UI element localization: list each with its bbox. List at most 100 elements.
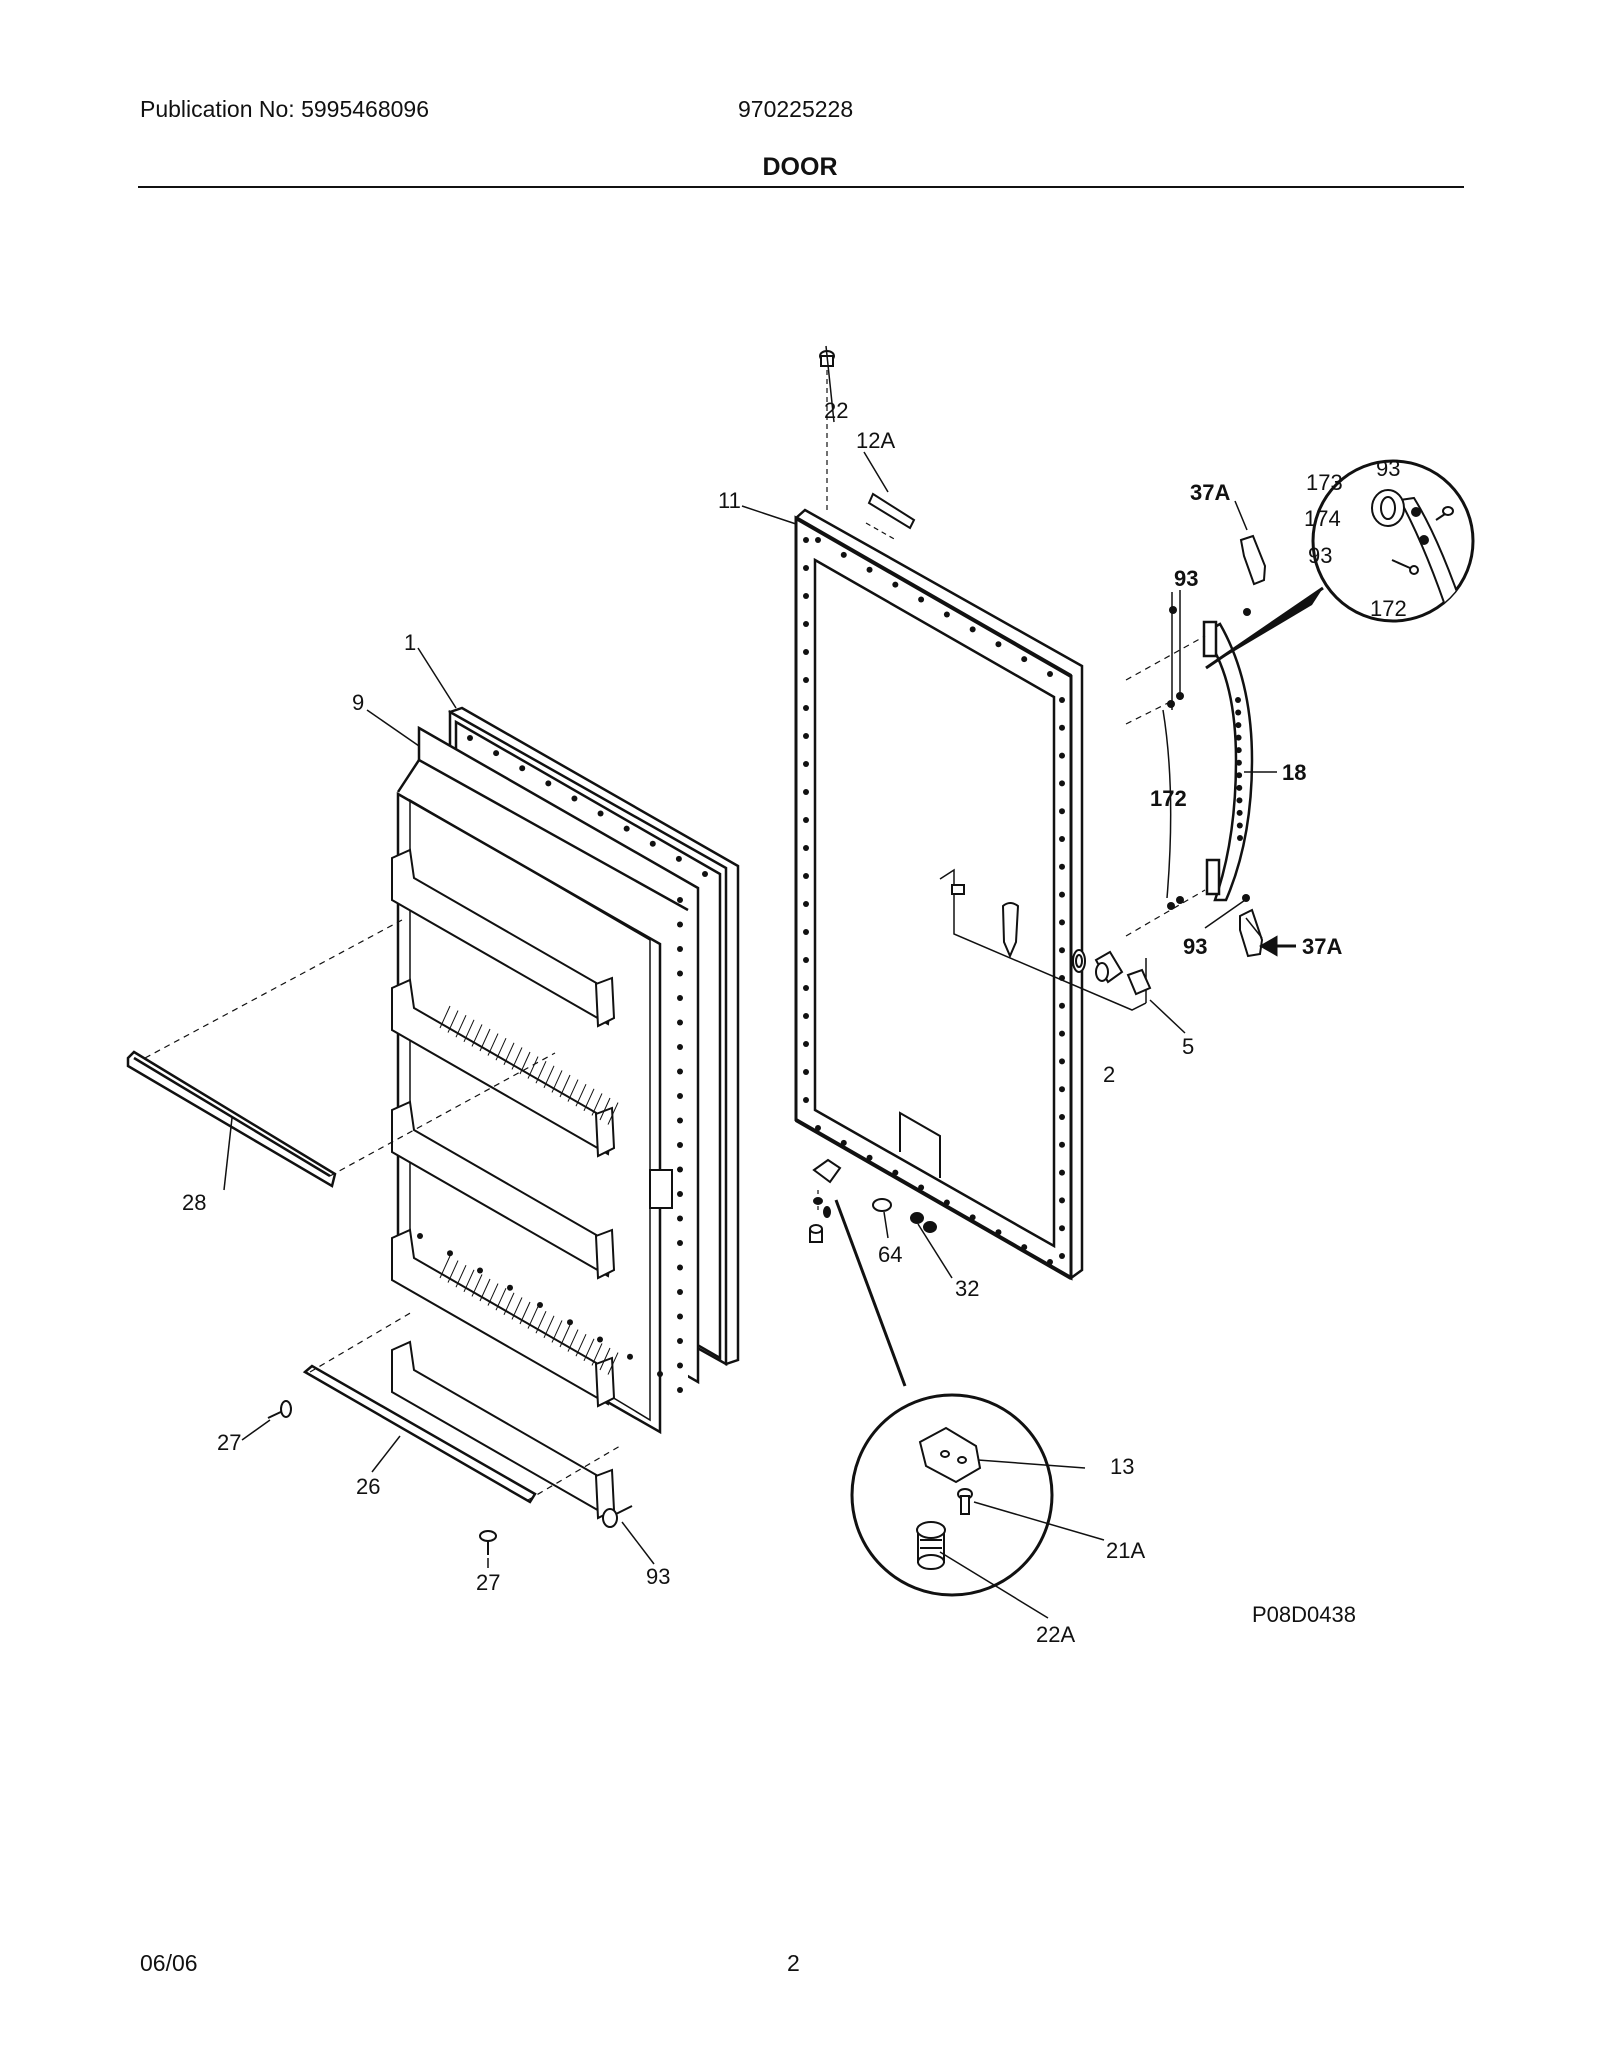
shelf-grille xyxy=(479,1278,491,1302)
screw-hole xyxy=(1059,1058,1065,1065)
shelf-grille xyxy=(575,1333,587,1357)
outer-door-panel xyxy=(794,508,1084,1281)
shelf-grille xyxy=(519,1301,531,1325)
callout-93-bottom: 93 xyxy=(646,1564,670,1589)
screw-hole xyxy=(571,795,578,802)
grip-ridge xyxy=(1235,759,1242,766)
screw-hole xyxy=(1047,1259,1053,1265)
screw-hole xyxy=(803,1013,809,1019)
shelf-grille xyxy=(487,1033,499,1056)
grip-ridge xyxy=(1236,784,1243,791)
screw-hole xyxy=(477,1267,483,1274)
screw-hole xyxy=(803,537,809,543)
screw-hole xyxy=(627,1353,633,1360)
shelf-grille xyxy=(535,1310,547,1334)
grip-ridge xyxy=(1236,822,1243,829)
screw-hole xyxy=(943,611,950,618)
shelf-grille xyxy=(511,1297,523,1320)
screw-hole xyxy=(1059,1002,1065,1009)
shelf-grille xyxy=(447,1010,459,1033)
shelf-grille xyxy=(527,1056,539,1079)
grip-ridge xyxy=(1235,747,1242,754)
shelf-grille xyxy=(607,1352,619,1375)
screw-hole xyxy=(1059,1225,1065,1232)
screw-hole xyxy=(995,641,1002,648)
callout-22a: 22A xyxy=(1036,1622,1075,1647)
callout-leaders xyxy=(223,345,1277,1619)
screw-hole xyxy=(803,789,809,795)
screw-hole xyxy=(1059,1086,1065,1093)
callout-18: 18 xyxy=(1282,760,1306,785)
callout-12a: 12A xyxy=(856,428,895,453)
screw-hole xyxy=(918,1184,925,1191)
screw-hole xyxy=(675,855,682,862)
screw-hole xyxy=(803,1097,809,1103)
screw-hole xyxy=(677,970,683,977)
shelf-grille xyxy=(567,1329,579,1352)
screw-hole xyxy=(677,1191,683,1197)
screw-hole xyxy=(1059,1030,1065,1037)
screw-hole xyxy=(623,825,630,832)
hinge-zoom xyxy=(850,1393,1054,1597)
callout-32: 32 xyxy=(955,1276,979,1301)
screw-hole xyxy=(803,817,809,823)
shelf-grille xyxy=(543,1065,555,1089)
callout-11: 11 xyxy=(718,488,741,513)
shelf-grille xyxy=(551,1070,563,1093)
screw-hole xyxy=(493,750,500,757)
shelf-grille xyxy=(479,1028,491,1052)
shelf-grille xyxy=(471,1024,483,1047)
outer-panel-screw-holes xyxy=(803,537,1065,1265)
screw-hole xyxy=(597,810,604,817)
bottom-rail-26 xyxy=(302,1364,537,1504)
screw-hole xyxy=(1059,863,1065,870)
screw-hole xyxy=(677,1264,683,1271)
push-pin-27-bottom xyxy=(479,1530,497,1555)
screw-hole xyxy=(1059,919,1065,926)
lock-assembly-2 xyxy=(939,868,1152,1011)
callout-173: 173 xyxy=(1306,470,1343,495)
grip-ridge xyxy=(1236,809,1243,816)
screw-hole xyxy=(866,1154,873,1161)
screw-hole xyxy=(1021,1244,1028,1251)
callout-2: 2 xyxy=(1103,1062,1115,1087)
handle-grip-ridges xyxy=(1235,697,1243,841)
screw-hole xyxy=(803,1041,809,1047)
screw-hole xyxy=(803,901,809,907)
screw-hole xyxy=(969,626,976,633)
bottom-rail-guide-lines xyxy=(309,1311,621,1501)
shelf-grille xyxy=(567,1079,579,1102)
screw-hole xyxy=(649,840,656,847)
page-title: DOOR xyxy=(762,153,838,181)
screw-hole xyxy=(467,735,473,741)
screw-hole xyxy=(677,1362,683,1369)
figure-code: P08D0438 xyxy=(1252,1602,1356,1627)
grip-ridge xyxy=(1236,797,1243,804)
screw-hole xyxy=(417,1233,423,1239)
screw-hole xyxy=(803,621,809,627)
screw-hole xyxy=(1059,1253,1065,1259)
screw-hole xyxy=(567,1319,573,1326)
screw-hole xyxy=(803,873,809,879)
callout-26: 26 xyxy=(356,1474,380,1499)
screw-hole xyxy=(537,1302,543,1308)
screw-hole xyxy=(943,1199,950,1206)
screw-hole xyxy=(1059,780,1065,787)
shelf-grille xyxy=(591,1093,603,1116)
shelf-grille xyxy=(503,1292,515,1316)
screw-hole xyxy=(702,871,708,877)
label-12a xyxy=(865,492,916,541)
shelf-grille xyxy=(463,1019,475,1043)
screw-hole xyxy=(803,593,809,599)
rail-guide-lines xyxy=(144,919,556,1177)
screw-hole xyxy=(1021,656,1028,663)
screw-hole xyxy=(1059,1114,1065,1120)
screw-hole xyxy=(677,1387,683,1393)
grip-ridge xyxy=(1235,709,1242,716)
callout-27-left: 27 xyxy=(217,1430,241,1455)
shelf-grille xyxy=(439,1255,451,1279)
shelf-grille xyxy=(543,1315,555,1339)
shelf-grille xyxy=(591,1343,603,1366)
callout-172-zoom: 172 xyxy=(1370,596,1407,621)
